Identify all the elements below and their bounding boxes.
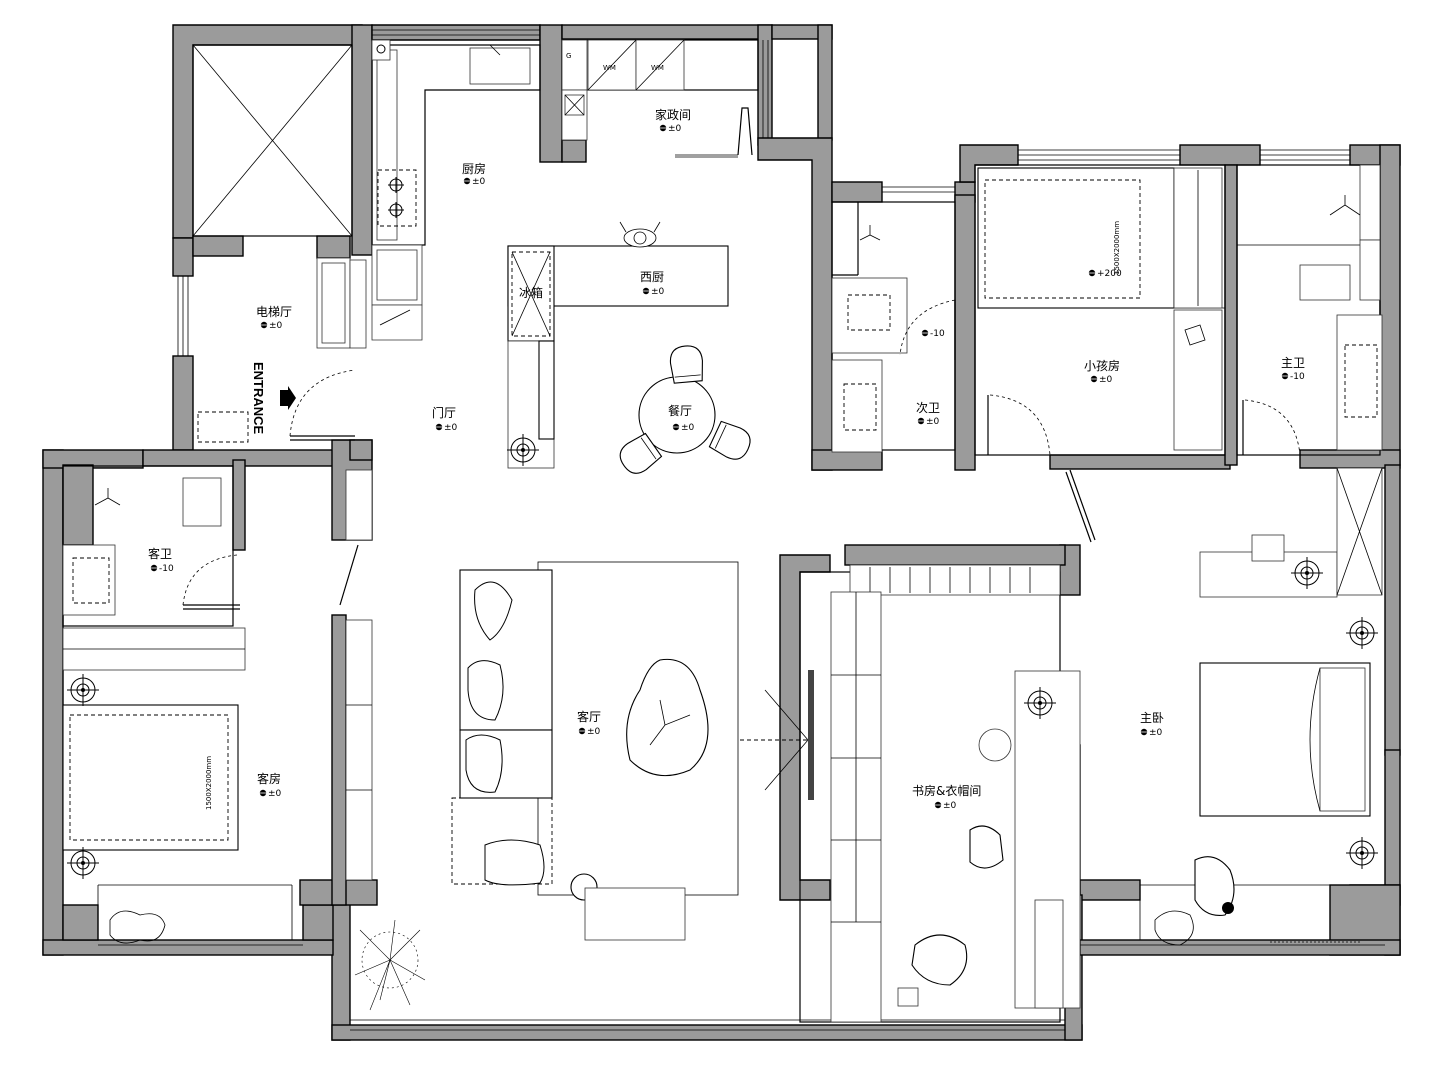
level-study: ±0 — [943, 801, 957, 811]
level-second-bath: ±0 — [926, 417, 940, 427]
label-master-bedroom: 主卧 — [1140, 711, 1164, 725]
guest-bath-fixtures — [62, 465, 240, 627]
kids-bed-size: 1500X2000mm — [1113, 221, 1121, 275]
dryer-mark: WM — [651, 64, 664, 72]
label-dining: 餐厅 — [668, 403, 692, 418]
level-kids-bed: +200 — [1097, 269, 1122, 279]
label-guest-room: 客房 — [257, 771, 281, 786]
washer-mark: WM — [603, 64, 616, 72]
room-labels: 电梯厅 ±0 厨房 ±0 家政间 ±0 西厨 ±0 冰箱 门厅 ±0 餐厅 ±0… — [148, 107, 1305, 811]
level-second-bath-inner: -10 — [930, 329, 945, 339]
kitchen-counters — [316, 39, 541, 349]
level-master-bath: -10 — [1290, 372, 1305, 382]
entrance-door — [197, 369, 356, 443]
level-utility: ±0 — [668, 124, 682, 134]
kids-room-furniture — [974, 164, 1226, 543]
label-utility: 家政间 — [655, 107, 691, 122]
dining-table — [614, 344, 756, 480]
label-living: 客厅 — [577, 709, 601, 724]
label-western-kitchen: 西厨 — [640, 270, 664, 284]
western-kitchen-island — [506, 221, 729, 469]
level-living: ±0 — [587, 727, 601, 737]
entrance-label: ENTRANCE — [251, 362, 266, 435]
utility-room-fixtures: G WM WM — [561, 39, 759, 158]
study-furniture — [799, 564, 1081, 1023]
elevator-shaft — [192, 44, 353, 237]
living-room-furniture — [354, 561, 814, 1011]
label-elevator-hall: 电梯厅 — [256, 305, 292, 319]
label-kids-room: 小孩房 — [1084, 358, 1120, 373]
second-bath-fixtures — [831, 201, 956, 453]
level-master-bedroom: ±0 — [1149, 728, 1163, 738]
window-frames — [97, 29, 1385, 1031]
label-kitchen: 厨房 — [462, 161, 486, 176]
label-foyer: 门厅 — [432, 405, 456, 420]
master-bath-fixtures — [1236, 164, 1383, 456]
label-second-bath: 次卫 — [916, 401, 940, 415]
gas-mark: G — [566, 52, 571, 60]
guest-room-furniture — [62, 469, 373, 944]
level-guest-room: ±0 — [268, 789, 282, 799]
level-kids-room: ±0 — [1099, 375, 1113, 385]
level-kitchen: ±0 — [472, 177, 486, 187]
label-master-bath: 主卫 — [1281, 356, 1305, 370]
level-guest-bath: -10 — [159, 564, 174, 574]
level-elevator-hall: ±0 — [269, 321, 283, 331]
level-dining: ±0 — [681, 423, 695, 433]
guest-bed-size: 1500X2000mm — [205, 756, 213, 810]
label-fridge: 冰箱 — [519, 285, 543, 300]
label-study: 书房&衣帽间 — [912, 783, 981, 798]
level-foyer: ±0 — [444, 423, 458, 433]
master-bedroom-furniture — [1154, 467, 1383, 946]
walls — [42, 24, 1401, 1041]
label-guest-bath: 客卫 — [148, 546, 172, 561]
level-western-kitchen: ±0 — [651, 287, 665, 297]
